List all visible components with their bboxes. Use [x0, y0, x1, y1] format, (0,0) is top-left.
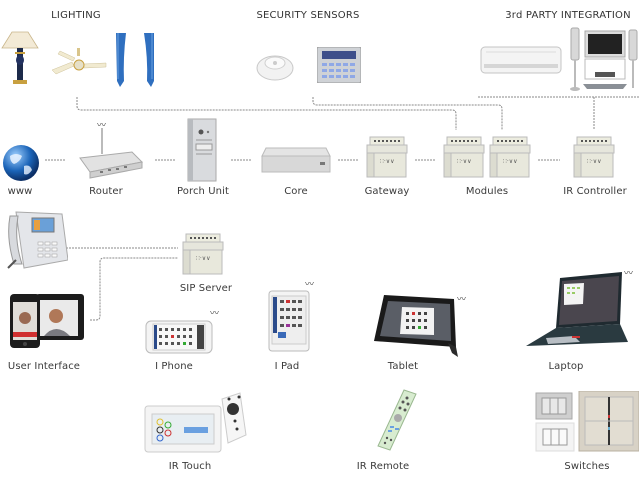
iphone-wifi-icon: 〰 — [210, 309, 220, 319]
module-2-icon[interactable]: ∷·∨∨ — [489, 135, 531, 179]
router-label: Router — [89, 186, 123, 197]
smoke-detector-icon[interactable] — [255, 50, 295, 82]
svg-text:∷·∨∨: ∷·∨∨ — [380, 158, 395, 165]
core-icon[interactable] — [260, 146, 332, 176]
lamp-icon[interactable] — [0, 30, 40, 90]
ir-touch-panel-icon[interactable] — [144, 387, 248, 455]
modules-label: Modules — [465, 186, 509, 197]
router-wifi-icon: 〰 — [97, 121, 107, 131]
security-bus-line — [312, 97, 503, 130]
home-theater-icon[interactable] — [568, 26, 640, 94]
laptop-wifi-icon: 〰 — [624, 269, 634, 279]
svg-text:∷·∨∨: ∷·∨∨ — [457, 158, 472, 165]
svg-text:∷·∨∨: ∷·∨∨ — [503, 158, 518, 165]
user-interface-label: User Interface — [7, 361, 81, 372]
laptop-icon[interactable] — [522, 270, 632, 356]
tablet-icon[interactable] — [372, 293, 462, 359]
ir-remote-label: IR Remote — [356, 461, 410, 472]
tablet-label: Tablet — [387, 361, 419, 372]
ir-touch-label: IR Touch — [168, 461, 212, 472]
globe-icon[interactable] — [2, 144, 40, 182]
gateway-label: Gateway — [364, 186, 410, 197]
switches-icon[interactable] — [535, 391, 639, 453]
www-label: www — [7, 186, 33, 197]
third-party-header: 3rd PARTY INTEGRATION — [505, 10, 631, 21]
lighting-bus-line — [76, 97, 457, 130]
iphone-label: I Phone — [155, 361, 193, 372]
svg-text:∷·∨∨: ∷·∨∨ — [587, 158, 602, 165]
ipad-icon[interactable] — [268, 290, 310, 352]
ui-sip-line — [90, 257, 178, 321]
tablet-wifi-icon: 〰 — [457, 295, 467, 305]
porch-unit-label: Porch Unit — [176, 186, 230, 197]
air-conditioner-icon[interactable] — [480, 46, 562, 74]
ip-phone-icon[interactable] — [4, 210, 68, 272]
sip-server-module-icon[interactable]: ∷·∨∨ — [182, 232, 224, 276]
security-keypad-icon[interactable] — [317, 47, 361, 83]
laptop-label: Laptop — [548, 361, 584, 372]
svg-text:∷·∨∨: ∷·∨∨ — [196, 255, 211, 262]
user-interface-devices-icon[interactable] — [10, 294, 84, 348]
iphone-icon[interactable] — [145, 320, 213, 354]
router-icon[interactable] — [76, 124, 144, 180]
security-header: SECURITY SENSORS — [256, 10, 360, 21]
ir-controller-label: IR Controller — [563, 186, 627, 197]
ir-remote-icon[interactable] — [374, 388, 420, 452]
switches-label: Switches — [564, 461, 610, 472]
gateway-module-icon[interactable]: ∷·∨∨ — [366, 135, 408, 179]
module-1-icon[interactable]: ∷·∨∨ — [443, 135, 485, 179]
porch-unit-icon[interactable] — [187, 118, 217, 182]
ir-controller-module-icon[interactable]: ∷·∨∨ — [573, 135, 615, 179]
sip-server-label: SIP Server — [179, 283, 233, 294]
ipad-wifi-icon: 〰 — [305, 280, 315, 290]
ceiling-fan-icon[interactable] — [50, 48, 108, 76]
core-label: Core — [284, 186, 308, 197]
ipad-label: I Pad — [274, 361, 300, 372]
lighting-header: LIGHTING — [51, 10, 101, 21]
curtains-icon[interactable] — [114, 33, 156, 88]
